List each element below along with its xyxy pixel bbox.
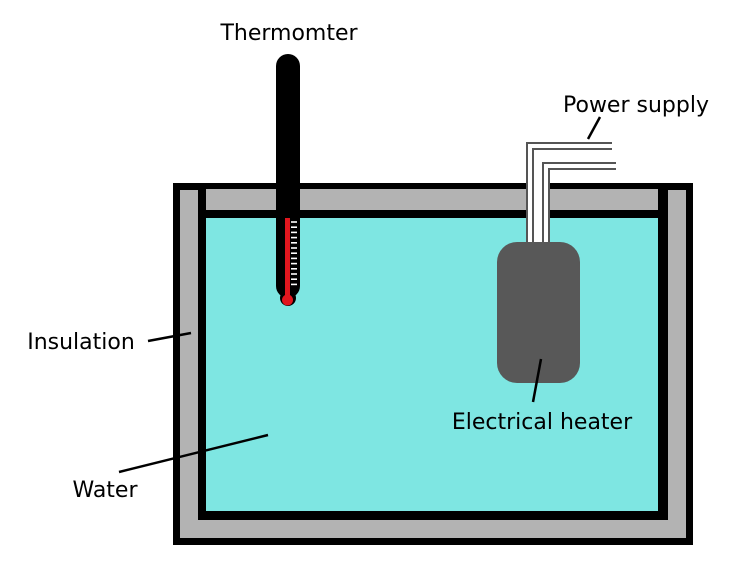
thermometer-liquid — [285, 218, 290, 298]
thermometer-label: Thermomter — [219, 21, 358, 46]
container — [173, 183, 693, 545]
leader-lines — [118, 116, 602, 474]
water-label: Water — [72, 478, 138, 503]
power-supply-leader — [586, 116, 602, 140]
insulation-label: Insulation — [27, 330, 135, 355]
power-supply-label: Power supply — [563, 93, 709, 118]
lid-insulation — [206, 189, 658, 210]
thermometer-scale — [291, 221, 297, 286]
heater-leader — [531, 358, 543, 403]
water-leader — [118, 433, 269, 474]
thermometer-bulb — [282, 294, 293, 306]
water-body — [206, 218, 658, 511]
power-wires — [526, 142, 616, 246]
insulation-leader — [147, 331, 192, 343]
electrical-heater-label: Electrical heater — [452, 410, 633, 435]
thermometer-icon — [276, 54, 300, 306]
heater-icon — [497, 242, 580, 383]
